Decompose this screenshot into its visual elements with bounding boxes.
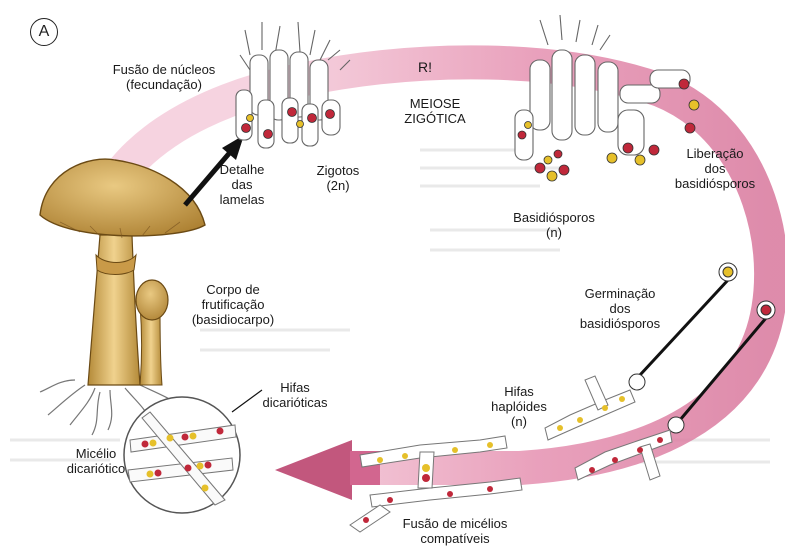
cycle-arrowhead [275, 440, 352, 500]
fruiting-body-label: Corpo de frutificação (basidiocarpo) [178, 282, 288, 327]
lamellae-detail-label: Detalhe das lamelas [212, 162, 272, 207]
release-label: Liberação dos basidiósporos [660, 146, 770, 191]
mycelia-fusion-label: Fusão de micélios compatíveis [390, 516, 520, 546]
dikaryotic-hyphae-label: Hifas dicarióticas [250, 380, 340, 410]
ri-label: R! [418, 60, 432, 75]
germination-label: Germinação dos basidiósporos [560, 286, 680, 331]
dikaryotic-mycelium-label: Micélio dicariótico [56, 446, 136, 476]
zygotes-label: Zigotos (2n) [308, 163, 368, 193]
dikaryotic-mycelium-detail [124, 390, 262, 513]
basidiospores-label: Basidiósporos (n) [504, 210, 604, 240]
basidia-cluster [515, 15, 690, 160]
meiosis-label: MEIOSE ZIGÓTICA [400, 96, 470, 126]
haploid-hyphae-label: Hifas haplóides (n) [484, 384, 554, 429]
fusion-nuclei-label: Fusão de núcleos (fecundação) [104, 62, 224, 92]
panel-letter: A [30, 18, 58, 46]
